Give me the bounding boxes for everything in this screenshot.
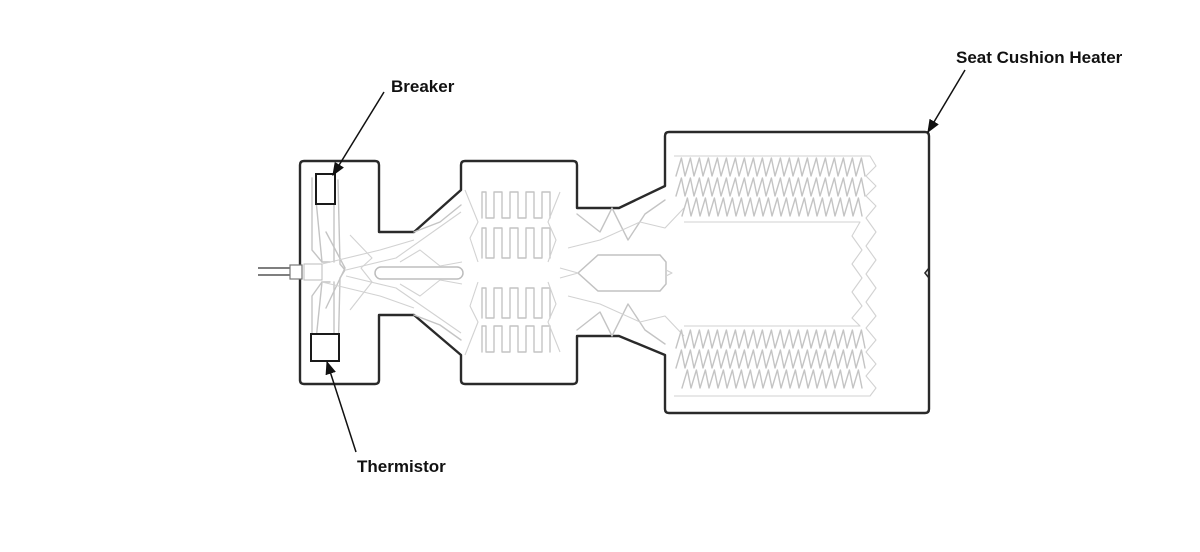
thermistor-label: Thermistor	[357, 457, 446, 476]
breaker-leader-line	[332, 91, 385, 177]
seat-cushion-heater-leader-line	[927, 69, 966, 134]
right-edge-notch	[923, 267, 930, 279]
seat-cushion-heater-label: Seat Cushion Heater	[956, 48, 1123, 67]
center-pod	[559, 254, 673, 292]
thermistor-component	[310, 333, 340, 362]
wiring-middle-section	[399, 189, 561, 356]
right-heating-element	[674, 155, 877, 397]
breaker-component	[315, 173, 336, 205]
center-slot	[374, 266, 464, 280]
connector-cable	[258, 263, 323, 281]
middle-heating-loops	[481, 191, 551, 353]
wiring-left-section	[311, 177, 462, 361]
wiring-bridge	[567, 199, 685, 345]
breaker-label: Breaker	[391, 77, 455, 96]
thermistor-leader-line	[325, 360, 357, 453]
